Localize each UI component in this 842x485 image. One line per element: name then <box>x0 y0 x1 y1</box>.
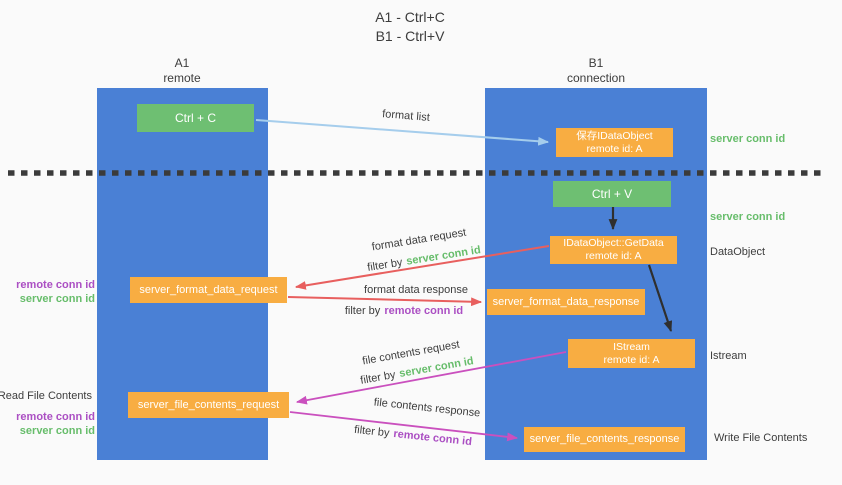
lane-a1-name: A1 <box>174 56 190 70</box>
remote-conn-id-left-format-label: remote conn id <box>16 279 95 291</box>
title-line-2: B1 - Ctrl+V <box>375 28 445 44</box>
node-istream-line2: remote id: A <box>603 353 660 366</box>
file-contents-response-arrow <box>289 411 519 442</box>
lane-b1-header: B1 connection <box>536 56 656 86</box>
node-idataobject-getdata-line2: remote id: A <box>585 250 642 262</box>
getdata-to-istream-arrow <box>647 264 673 333</box>
node-server-format-data-response-label: server_format_data_response <box>492 295 640 308</box>
node-save-idataobject-line2: remote id: A <box>586 142 643 155</box>
server-conn-id-right-mid-label: server conn id <box>710 211 786 223</box>
diagram-title: A1 - Ctrl+C B1 - Ctrl+V <box>330 8 490 46</box>
node-idataobject-getdata-line1: IDataObject::GetData <box>563 237 664 249</box>
node-save-idataobject-line1: 保存IDataObject <box>576 129 653 142</box>
node-server-file-contents-request: server_file_contents_request <box>128 392 289 418</box>
node-ctrl-c-label: Ctrl + C <box>174 110 216 125</box>
node-istream: IStream remote id: A <box>568 339 695 368</box>
format-data-response-label: format data response <box>364 284 468 296</box>
node-ctrl-v-label: Ctrl + V <box>591 186 633 201</box>
node-save-idataobject: 保存IDataObject remote id: A <box>556 128 673 157</box>
server-conn-id-left-file-label: server conn id <box>19 425 95 437</box>
file-contents-request-arrow <box>295 351 567 405</box>
node-server-format-data-response: server_format_data_response <box>487 289 645 315</box>
istream-side-label: Istream <box>710 350 747 362</box>
remote-conn-id-left-file-label: remote conn id <box>16 411 95 423</box>
format-list-arrow <box>255 119 550 146</box>
lane-b1-name: B1 <box>588 56 604 70</box>
format-data-request-arrow <box>294 245 550 290</box>
remote-conn-id-text: remote conn id <box>384 305 464 317</box>
lane-a1-subtitle: remote <box>163 71 201 85</box>
server-conn-id-right-top-label: server conn id <box>710 133 786 145</box>
node-ctrl-c: Ctrl + C <box>137 104 254 132</box>
format-data-response-arrow <box>287 296 483 307</box>
read-file-contents-label: Read File Contents <box>0 390 92 402</box>
lane-a1-header: A1 remote <box>122 56 242 86</box>
node-server-format-data-request-label: server_format_data_request <box>139 283 278 296</box>
node-server-file-contents-request-label: server_file_contents_request <box>137 398 280 411</box>
title-line-1: A1 - Ctrl+C <box>375 9 445 25</box>
server-conn-id-left-format-label: server conn id <box>19 293 95 305</box>
node-istream-line1: IStream <box>613 340 650 353</box>
node-server-format-data-request: server_format_data_request <box>130 277 287 303</box>
dataobject-label: DataObject <box>710 246 766 258</box>
filter-by-text: filter by <box>344 305 381 317</box>
node-server-file-contents-response-label: server_file_contents_response <box>529 433 680 445</box>
node-ctrl-v: Ctrl + V <box>553 181 671 207</box>
write-file-contents-label: Write File Contents <box>714 432 808 444</box>
node-idataobject-getdata: IDataObject::GetData remote id: A <box>550 236 677 264</box>
lane-b1-subtitle: connection <box>566 71 626 85</box>
node-server-file-contents-response: server_file_contents_response <box>524 427 685 452</box>
